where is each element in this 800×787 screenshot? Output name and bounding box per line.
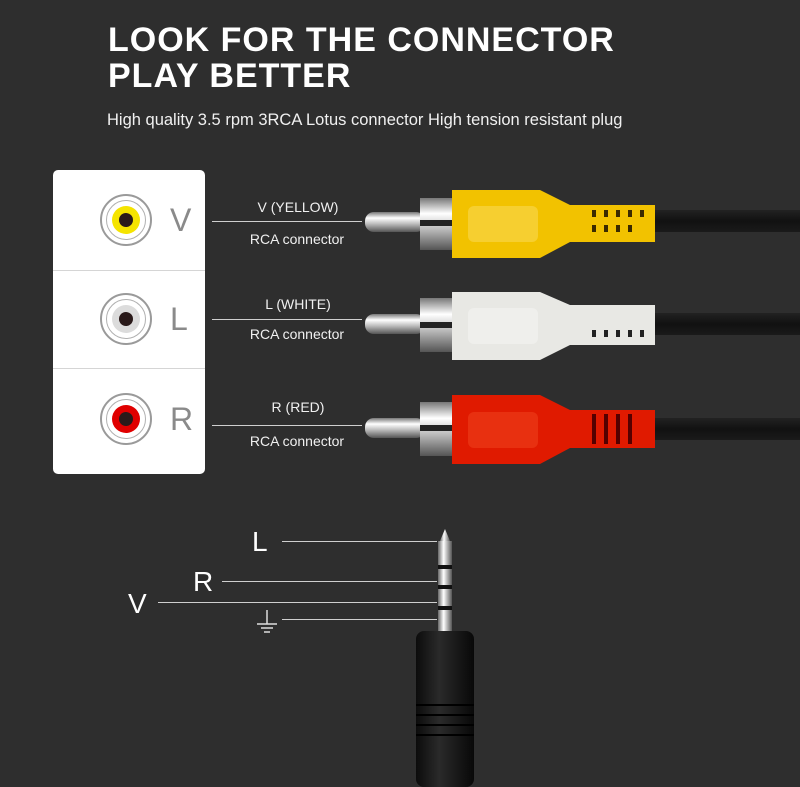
- connector-type-v: RCA connector: [249, 231, 345, 247]
- jack-row-l: L: [53, 271, 205, 371]
- divider: [53, 368, 205, 369]
- leader-line: [222, 581, 437, 582]
- connector-name-r: R (RED): [271, 399, 325, 415]
- headline-line1: LOOK FOR THE CONNECTOR: [108, 21, 615, 59]
- jack-letter: V: [170, 202, 192, 238]
- connector-type-r: RCA connector: [249, 433, 345, 449]
- leader-line: [212, 425, 362, 426]
- jack-letter: R: [170, 401, 194, 437]
- jack-label-l: L: [252, 526, 268, 557]
- rca-plugs-illustration: [365, 190, 800, 464]
- jack-letter: L: [170, 301, 188, 337]
- red-jack-icon: [100, 393, 152, 445]
- jack-label-r: R: [193, 566, 214, 597]
- ground-icon: [257, 610, 277, 633]
- yellow-jack-icon: [100, 194, 152, 246]
- white-jack-icon: [100, 293, 152, 345]
- white-rca-plug-icon: [365, 292, 800, 360]
- leader-line: [282, 541, 437, 542]
- leader-line: [212, 221, 362, 222]
- connector-name-v: V (YELLOW): [257, 199, 339, 215]
- rca-jack-panel: V L R: [53, 170, 205, 474]
- 3-5mm-plug-icon: [416, 529, 474, 787]
- divider: [53, 270, 205, 271]
- leader-line: [282, 619, 437, 620]
- jack-row-r: R: [53, 369, 205, 469]
- headline-line2: PLAY BETTER: [108, 57, 352, 95]
- yellow-rca-plug-icon: [365, 190, 800, 258]
- red-rca-plug-icon: [365, 395, 800, 464]
- leader-line: [212, 319, 362, 320]
- jack-label-v: V: [128, 588, 147, 619]
- connector-name-l: L (WHITE): [265, 296, 331, 312]
- subtitle: High quality 3.5 rpm 3RCA Lotus connecto…: [107, 111, 623, 129]
- leader-line: [158, 602, 437, 603]
- connector-type-l: RCA connector: [249, 326, 345, 342]
- jack-row-v: V: [53, 170, 205, 270]
